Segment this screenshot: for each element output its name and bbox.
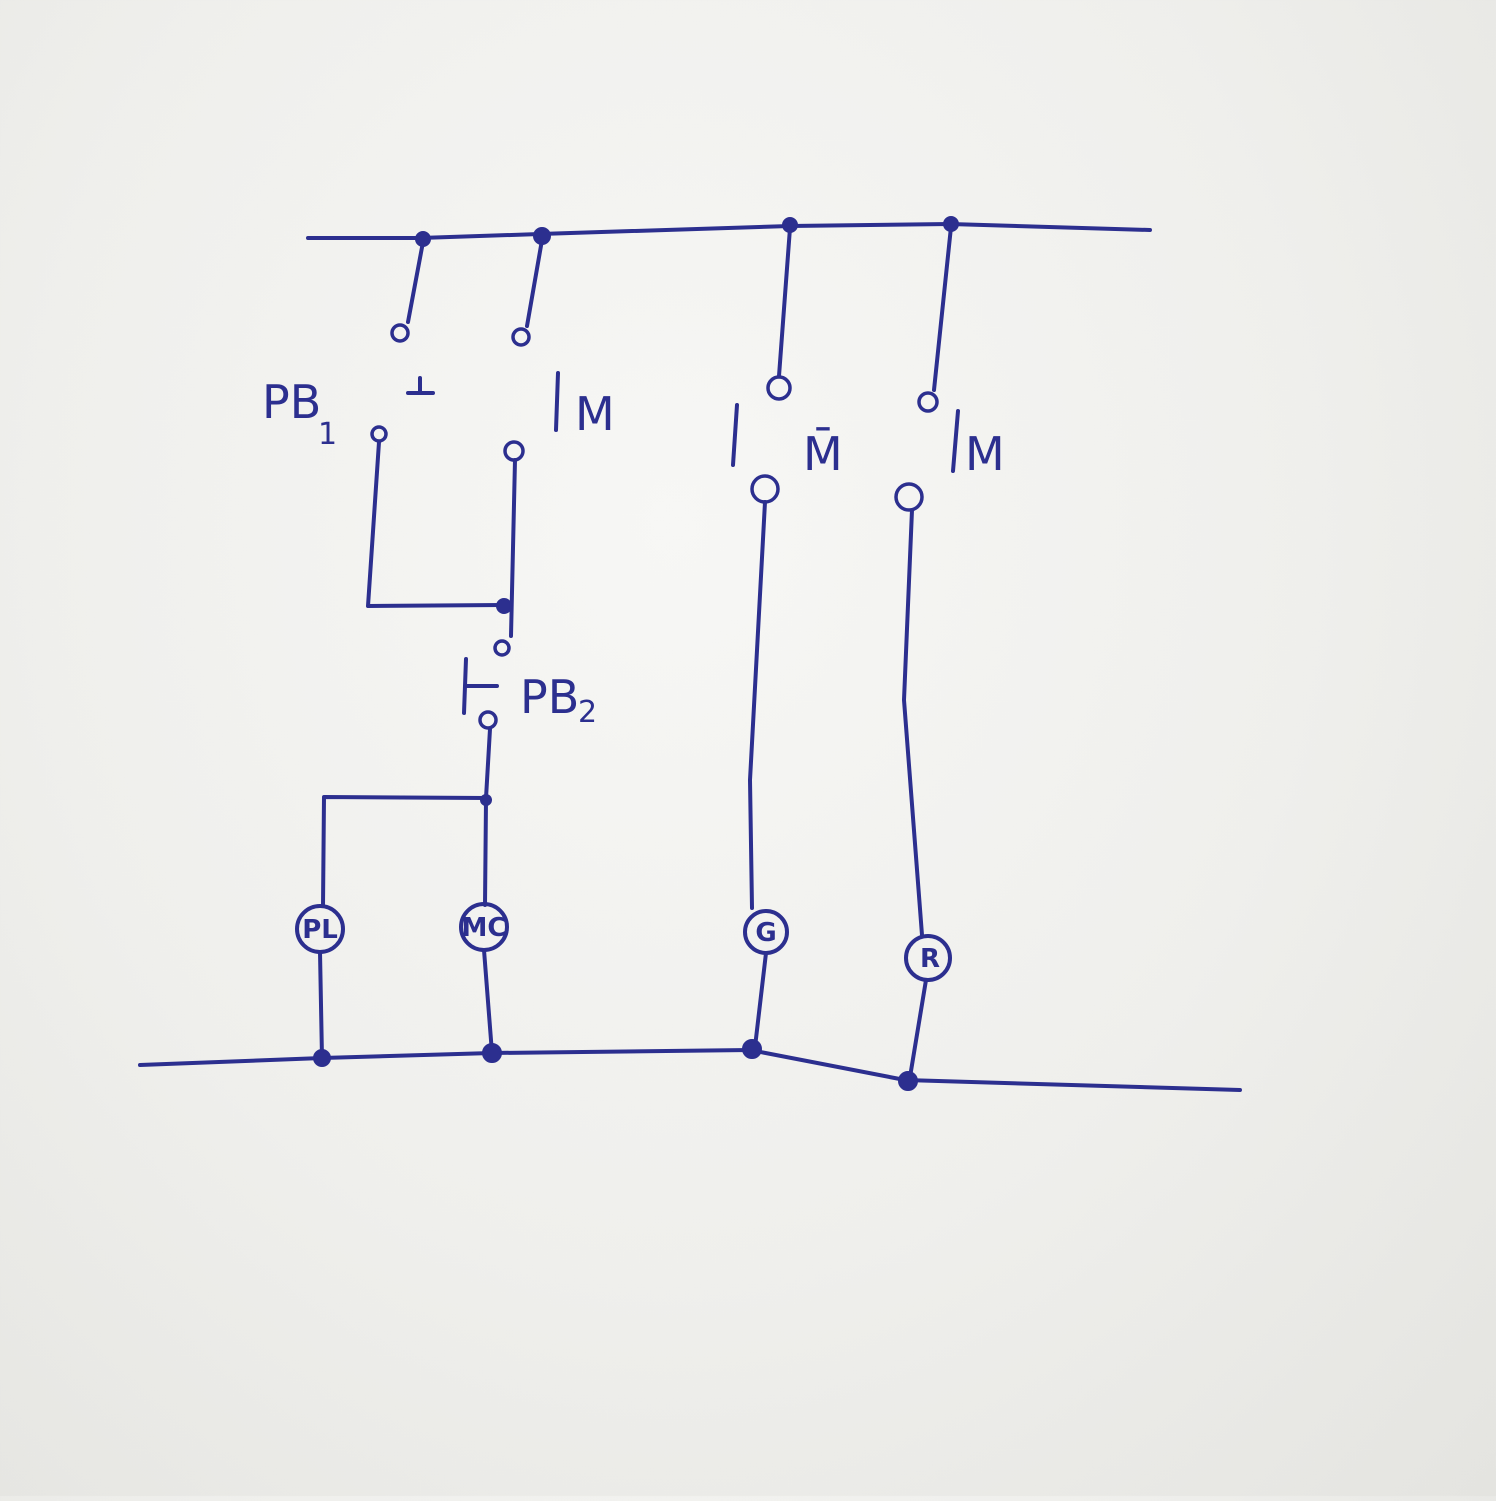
g-lamp-label: G	[755, 918, 776, 948]
mc-coil-label: MC	[462, 913, 507, 943]
m-contact2-terminal-top	[917, 391, 939, 413]
pb2-label: PB	[520, 670, 579, 724]
mbar-contact-terminal-bottom	[750, 474, 780, 504]
wire-g-bottom	[753, 951, 768, 1049]
wire-m-top	[525, 238, 544, 328]
bottom-rail	[138, 1048, 1242, 1092]
wire-r-top	[932, 225, 953, 392]
top-rail	[306, 222, 1152, 240]
m-contact-bar	[554, 371, 560, 432]
wire-m-down	[509, 458, 517, 638]
r-lamp-label: R	[920, 944, 940, 974]
m-contact-terminal-top	[511, 327, 531, 347]
pb2-pushbutton-symbol	[462, 657, 499, 715]
wire-g-down	[748, 500, 767, 910]
junction-dot	[898, 1071, 918, 1091]
pb1-terminal-top	[390, 323, 410, 343]
pb1-pushbutton-symbol	[406, 376, 435, 395]
pb2-terminal-bottom	[478, 710, 498, 730]
wire-r-bottom	[908, 978, 928, 1079]
pb2-subscript: 2	[578, 695, 597, 730]
m-contact-terminal-bottom	[503, 440, 525, 462]
wire-pb2-down	[321, 727, 492, 908]
wire-pl-down	[318, 950, 324, 1060]
junction-dot	[313, 1049, 331, 1067]
pb1-label: PB	[262, 375, 321, 429]
wire-mc-branch	[483, 798, 488, 907]
wire-g-top	[777, 226, 792, 378]
wire-mc-down	[482, 948, 494, 1055]
m-contact2-terminal-bottom	[894, 482, 924, 512]
junction-dot	[496, 598, 512, 614]
m-contact-label: M	[575, 387, 615, 441]
mbar-contact-terminal-top	[766, 375, 792, 401]
mbar-contact-label: M̄	[803, 427, 843, 481]
m-contact2-bar	[951, 409, 960, 473]
pl-coil-label: PL	[302, 915, 338, 945]
junction-dot	[742, 1039, 762, 1059]
m-contact2-label: M	[965, 427, 1005, 481]
wire-pb1-down	[366, 440, 505, 608]
pb2-terminal-top	[493, 639, 511, 657]
wire-pb1-top	[406, 240, 425, 324]
pb1-subscript: 1	[318, 417, 337, 452]
pb1-terminal-bottom	[370, 425, 388, 443]
junction-dot	[482, 1043, 502, 1063]
wire-r-down	[902, 508, 924, 937]
mbar-contact-bar	[731, 403, 739, 467]
